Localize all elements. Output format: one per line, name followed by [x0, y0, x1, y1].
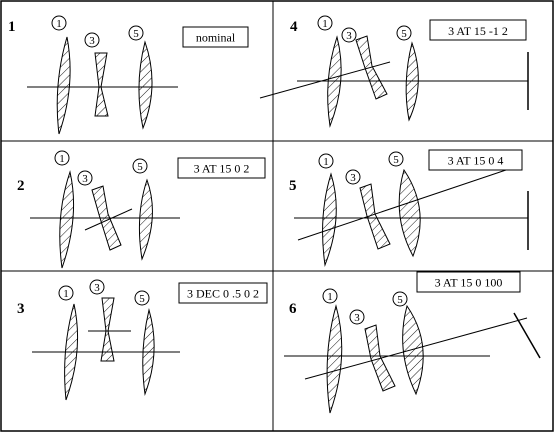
panel-6: 6 3 AT 15 0 100 1 3 5 — [284, 271, 541, 414]
element-marker-1 — [51, 15, 67, 31]
panel-4: 4 3 AT 15 -1 2 1 3 5 — [259, 15, 529, 128]
lens-element-5 — [138, 40, 153, 130]
element-number: 5 — [137, 161, 143, 173]
element-number: 5 — [397, 294, 403, 306]
lens-element-1 — [326, 304, 343, 414]
element-number: 3 — [82, 173, 88, 185]
element-marker-1 — [318, 153, 334, 169]
panel-3: 3 3 DEC 0 .5 0 2 1 3 5 — [17, 279, 268, 401]
panel-number: 6 — [289, 301, 297, 317]
element-number: 1 — [327, 291, 333, 303]
element-marker-1 — [322, 288, 338, 304]
element-number: 5 — [139, 293, 145, 305]
panel-label: 3 AT 15 0 4 — [448, 154, 504, 168]
element-marker-5 — [388, 151, 404, 167]
panel-1: 1 nominal 1 3 5 — [8, 15, 249, 135]
element-number: 3 — [354, 312, 360, 324]
lens-element-1 — [59, 170, 75, 269]
element-marker-1 — [58, 285, 74, 301]
element-marker-1 — [54, 150, 70, 166]
element-number: 3 — [89, 35, 95, 47]
element-number: 1 — [63, 288, 69, 300]
panel-label: 3 DEC 0 .5 0 2 — [187, 287, 259, 301]
lens-element-1 — [322, 172, 337, 267]
label-box — [416, 271, 521, 293]
lens-element-3 — [94, 52, 109, 117]
panel-label: 3 AT 15 -1 2 — [448, 24, 508, 38]
element-number: 1 — [322, 18, 328, 30]
image-plane — [513, 312, 541, 359]
element-number: 3 — [350, 172, 356, 184]
element-marker-5 — [134, 290, 150, 306]
tilted-ray — [84, 208, 133, 231]
lens-element-1 — [56, 36, 71, 135]
label-box — [182, 26, 249, 48]
label-box — [428, 149, 523, 171]
element-marker-5 — [128, 25, 144, 41]
element-number: 1 — [323, 156, 329, 168]
panel-label: 3 AT 15 0 100 — [435, 276, 503, 290]
panel-label: 3 AT 15 0 2 — [194, 162, 250, 176]
element-marker-5 — [132, 158, 148, 174]
panel-number: 3 — [17, 301, 25, 317]
panel-number: 4 — [290, 19, 298, 35]
element-marker-3 — [89, 279, 105, 295]
label-box — [178, 282, 268, 304]
lens-element-5 — [138, 178, 153, 261]
element-marker-5 — [396, 25, 412, 41]
element-marker-3 — [341, 27, 357, 43]
lens-element-5 — [402, 304, 424, 396]
element-marker-5 — [392, 291, 408, 307]
element-marker-3 — [345, 169, 361, 185]
tilted-ray — [297, 169, 507, 241]
panel-number: 1 — [8, 19, 16, 35]
lens-element-5 — [398, 168, 421, 258]
element-number: 1 — [59, 153, 65, 165]
lens-element-3 — [359, 183, 391, 250]
label-box — [429, 19, 527, 41]
element-marker-3 — [349, 309, 365, 325]
panel-number: 2 — [17, 178, 25, 194]
label-box — [177, 157, 266, 179]
element-number: 3 — [346, 30, 352, 42]
panel-number: 5 — [289, 178, 297, 194]
element-marker-3 — [84, 32, 100, 48]
element-number: 1 — [56, 18, 62, 30]
element-number: 5 — [401, 28, 407, 40]
panel-label: nominal — [196, 31, 236, 45]
tilted-ray — [259, 61, 391, 99]
tilted-ray — [304, 317, 528, 380]
element-marker-3 — [77, 170, 93, 186]
panel-2: 2 3 AT 15 0 2 1 3 5 — [17, 150, 266, 269]
panel-5: 5 3 AT 15 0 4 1 3 5 — [289, 149, 529, 267]
element-number: 5 — [133, 28, 139, 40]
element-number: 5 — [393, 154, 399, 166]
element-marker-1 — [317, 15, 333, 31]
element-number: 3 — [94, 282, 100, 294]
